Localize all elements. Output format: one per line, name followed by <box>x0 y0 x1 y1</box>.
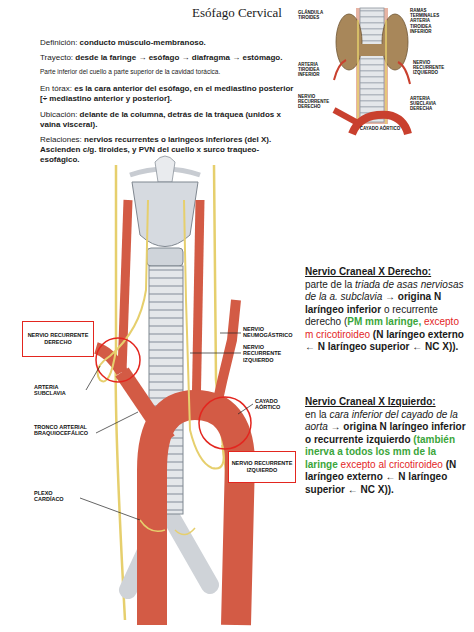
right-carotid-artery <box>122 200 128 372</box>
part-label: NERVIO RECURRENTE IZQUIERDO <box>413 60 446 76</box>
page-title: Esófago Cervical <box>0 5 474 21</box>
right-subclavian-artery <box>96 348 122 372</box>
text-paragraph: Nervio Craneal X Izquierdo: en la cara i… <box>305 396 468 496</box>
bronchus <box>166 508 210 585</box>
part-label: TRONCO ARTERIAL BRAQUIOCEFÁLICO <box>34 424 96 437</box>
text-paragraph: En tórax: es la cara anterior del esófag… <box>40 84 295 104</box>
cricoid-cartilage <box>147 248 183 266</box>
inferior-thyroid-artery <box>398 62 410 84</box>
recurrent-nerve <box>385 20 387 124</box>
body-text: o recurrente izquierdo <box>305 434 411 445</box>
body-text: en la <box>305 409 327 420</box>
body-text: Trayecto: <box>40 53 73 62</box>
aortic-arch <box>352 115 408 134</box>
text-paragraph: Definición: conducto músculo-membranoso. <box>40 38 295 48</box>
label-box: NERVIO RECURRENTE IZQUIERDO <box>228 451 296 483</box>
subclavian-artery <box>334 110 356 122</box>
part-label: NERVIO NEUMOGÁSTRICO <box>243 326 297 339</box>
leader-line <box>238 404 253 414</box>
left-recurrent-nerve <box>184 200 224 469</box>
right-recurrent-nerve <box>98 200 148 381</box>
recurrent-nerve <box>357 20 359 124</box>
part-label: RAMAS TERMINALES ARTERIA TIROIDEA INFERI… <box>410 8 446 34</box>
leader-line <box>190 353 241 354</box>
part-label: GLÁNDULA TIROIDES <box>298 10 332 20</box>
cardiac-plexus <box>140 520 195 535</box>
label-box: NERVIO RECURRENTE DERECHO <box>22 321 94 357</box>
body-text: → origina N laríngeo inferior <box>331 421 466 432</box>
epiglottis <box>155 156 175 182</box>
part-label: CAYADO AÓRTICO <box>355 126 405 131</box>
part-label: ARTERIA SUBCLAVIA <box>34 384 86 397</box>
aortic-arch <box>152 405 240 625</box>
part-label: ARTERIA TIROIDEA INFERIOR <box>298 62 330 78</box>
part-label: PLEXO CARDÍACO <box>34 490 80 503</box>
body-text: Definición: <box>40 38 77 47</box>
inset-ground <box>296 4 446 138</box>
text-paragraph: Relaciones: nervios recurrentes o laring… <box>40 135 295 165</box>
inferior-thyroid-artery <box>334 60 346 80</box>
text-paragraph: Nervio Craneal X Derecho: parte de la tr… <box>305 266 468 354</box>
part-label: ARTERIA SUBCLAVIA DERECHA <box>410 96 446 112</box>
text-paragraph: Ubicación: delante de la columna, detrás… <box>40 110 295 130</box>
leader-line <box>86 366 100 390</box>
esophagus <box>356 8 388 124</box>
box-text: NERVIO RECURRENTE IZQUIERDO <box>231 460 293 473</box>
leader-line <box>80 498 140 520</box>
section-heading: Nervio Craneal X Derecho: <box>305 266 468 279</box>
part-label: NERVIO RECURRENTE IZQUIERDO <box>243 344 297 363</box>
part-label: CAYADO AÓRTICO <box>255 398 299 411</box>
body-text: parte de la <box>305 279 352 290</box>
body-text: En tórax: <box>40 84 72 93</box>
highlight-circle <box>199 397 251 449</box>
text-paragraph: Parte inferior del cuello a parte superi… <box>40 68 295 76</box>
body-text: conducto músculo-membranoso. <box>80 38 206 47</box>
text-paragraph: Trayecto: desde la faringe → esófago → d… <box>40 53 295 63</box>
body-text: Relaciones: <box>40 135 82 144</box>
part-label: NERVIO RECURRENTE DERECHO <box>298 94 330 110</box>
thyroid-isthmus <box>360 44 384 56</box>
highlight-circle <box>96 338 140 382</box>
leader-line <box>220 333 241 334</box>
body-text: PM mm laringe, <box>347 316 421 327</box>
left-carotid-artery <box>196 200 200 418</box>
section-heading: Nervio Craneal X Izquierdo: <box>305 396 468 409</box>
body-text: Ubicación: <box>40 110 77 119</box>
body-text: excepto al cricotiroideo <box>341 459 443 470</box>
leader-line <box>96 412 138 433</box>
thyroid-cartilage <box>132 182 198 247</box>
body-text: es la cara anterior del esófago, en el m… <box>40 84 293 103</box>
trachea <box>360 8 384 122</box>
body-text: Parte inferior del cuello a parte superi… <box>40 68 220 75</box>
box-text: NERVIO RECURRENTE DERECHO <box>25 332 91 345</box>
body-text: desde la faringe → esófago → diafragma →… <box>75 53 282 62</box>
